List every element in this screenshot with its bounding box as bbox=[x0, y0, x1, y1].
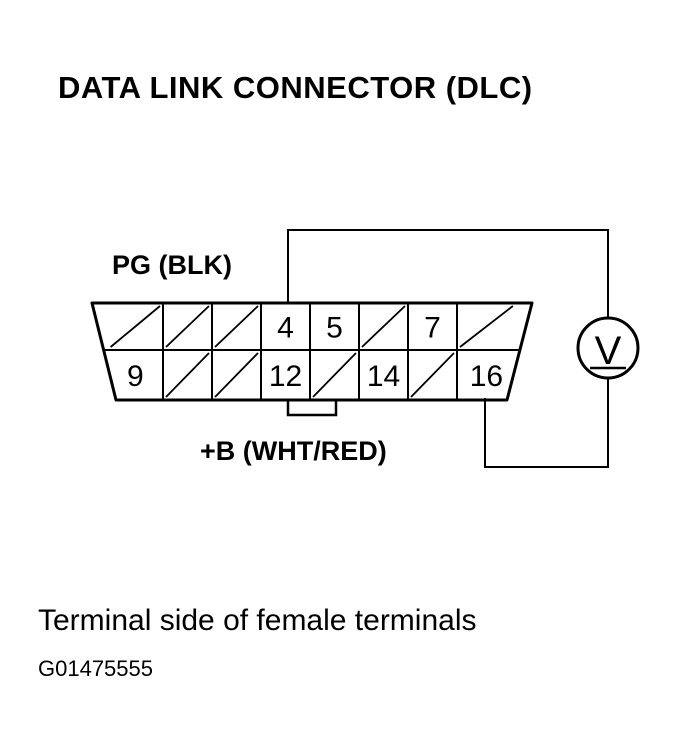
voltmeter-icon bbox=[576, 316, 640, 380]
empty-pin-slash bbox=[110, 305, 161, 348]
pin-number-9: 9 bbox=[127, 360, 144, 393]
pg-ground-label: PG (BLK) bbox=[112, 250, 232, 280]
wire-pin4-to-voltmeter bbox=[287, 229, 609, 318]
voltmeter-symbol: V bbox=[595, 329, 622, 373]
empty-pin-slash bbox=[214, 352, 259, 398]
connector-latch-tab bbox=[286, 398, 338, 417]
empty-pin-slash bbox=[165, 352, 210, 398]
wire-pin16-to-voltmeter bbox=[484, 378, 609, 468]
diagram-title: DATA LINK CONNECTOR (DLC) bbox=[58, 70, 533, 105]
empty-pin-slash bbox=[312, 352, 357, 398]
battery-positive-label: +B (WHT/RED) bbox=[200, 436, 387, 466]
empty-pin-slash bbox=[214, 305, 259, 348]
pin-number-7: 7 bbox=[424, 312, 441, 345]
caption-text: Terminal side of female terminals bbox=[38, 604, 477, 637]
pin-number-4: 4 bbox=[277, 312, 294, 345]
connector-outline bbox=[90, 301, 534, 402]
pin-number-16: 16 bbox=[470, 360, 503, 393]
empty-pin-slash bbox=[410, 352, 455, 398]
figure-code: G01475555 bbox=[38, 656, 153, 681]
pin-number-12: 12 bbox=[269, 360, 302, 393]
empty-pin-slash bbox=[361, 305, 406, 348]
empty-pin-slash bbox=[165, 305, 210, 348]
empty-pin-slash bbox=[459, 305, 514, 348]
pin-number-5: 5 bbox=[326, 312, 343, 345]
pin-number-14: 14 bbox=[367, 360, 400, 393]
